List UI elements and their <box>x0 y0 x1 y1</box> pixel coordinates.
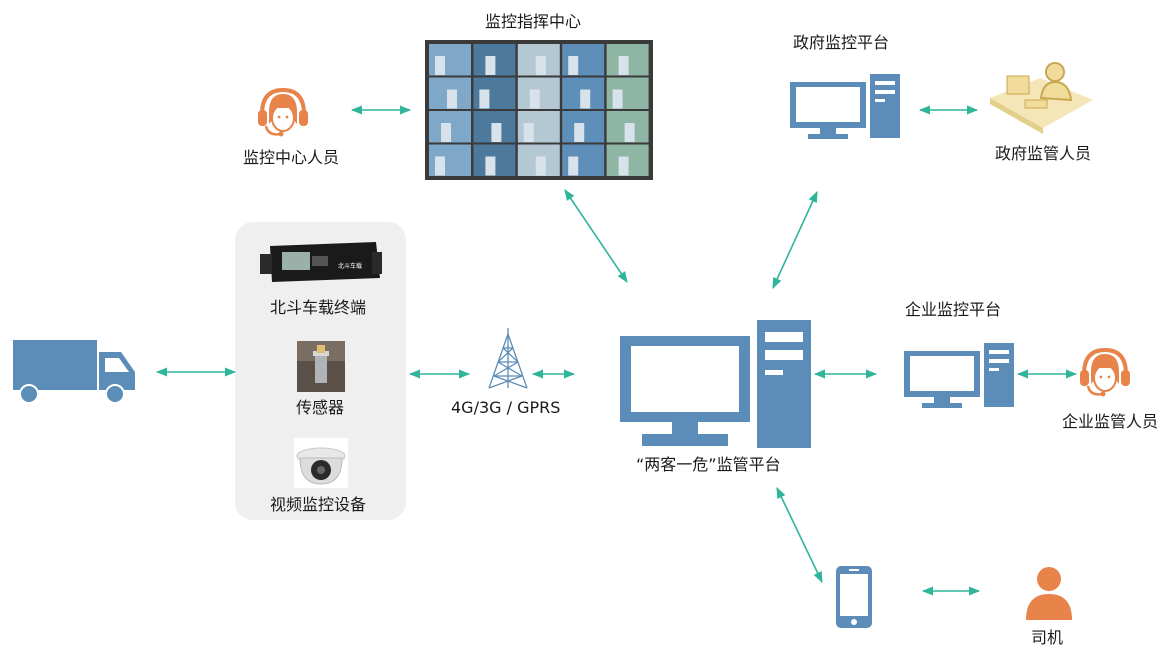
video-wall-building <box>435 156 445 176</box>
video-wall-building <box>568 156 579 176</box>
beidou-terminal-label: 北斗车载终端 <box>270 298 367 317</box>
ent-staff-label: 企业监管人员 <box>1062 412 1159 431</box>
monitor-center-title: 监控指挥中心 <box>485 12 582 31</box>
dome-camera-image <box>294 438 348 488</box>
main-platform-label: “两客一危”监管平台 <box>636 455 781 474</box>
monitor-staff-label: 监控中心人员 <box>243 148 340 167</box>
gov-staff-label: 政府监管人员 <box>995 144 1092 163</box>
video-wall-building <box>485 156 496 176</box>
video-device-label: 视频监控设备 <box>270 495 367 514</box>
ent-platform-label: 企业监控平台 <box>905 300 1002 319</box>
video-wall-building <box>618 56 629 75</box>
terminal-screen-text: 北斗车载 <box>338 262 362 270</box>
video-wall-building <box>491 123 502 142</box>
video-wall-building <box>618 156 629 176</box>
gov-staff-illustration <box>985 58 1097 136</box>
bidirectional-arrow <box>776 486 823 584</box>
video-wall-building <box>447 89 457 109</box>
video-wall-image <box>425 40 653 180</box>
main-platform-computer-icon <box>620 320 812 450</box>
video-wall-building <box>485 56 496 75</box>
network-label: 4G/3G / GPRS <box>451 398 561 417</box>
video-wall-building <box>624 123 635 142</box>
video-wall-building <box>574 123 585 142</box>
sensor-image <box>297 341 345 392</box>
truck-icon <box>13 340 137 404</box>
video-wall-building <box>535 56 546 75</box>
gov-platform-label: 政府监控平台 <box>793 33 890 52</box>
video-wall-building <box>535 156 546 176</box>
video-wall-building <box>435 56 445 75</box>
video-wall-building <box>523 123 534 142</box>
beidou-terminal-image: 北斗车载 <box>260 238 382 284</box>
gov-computer-icon <box>790 72 902 140</box>
sensor-label: 传感器 <box>296 398 345 417</box>
monitor-staff-headset-icon <box>254 84 312 140</box>
video-wall-building <box>612 89 623 109</box>
bidirectional-arrow <box>564 189 628 283</box>
ent-computer-icon <box>904 341 1016 409</box>
driver-person-icon <box>1024 566 1074 620</box>
cell-tower-icon <box>483 326 533 390</box>
video-wall-building <box>441 123 451 142</box>
bidirectional-arrow <box>772 190 818 290</box>
video-wall-building <box>580 89 591 109</box>
ent-staff-headset-icon <box>1076 344 1134 400</box>
video-wall-building <box>529 89 540 109</box>
smartphone-icon <box>836 566 872 628</box>
driver-label: 司机 <box>1031 628 1064 647</box>
video-wall-building <box>479 89 490 109</box>
video-wall-building <box>568 56 579 75</box>
